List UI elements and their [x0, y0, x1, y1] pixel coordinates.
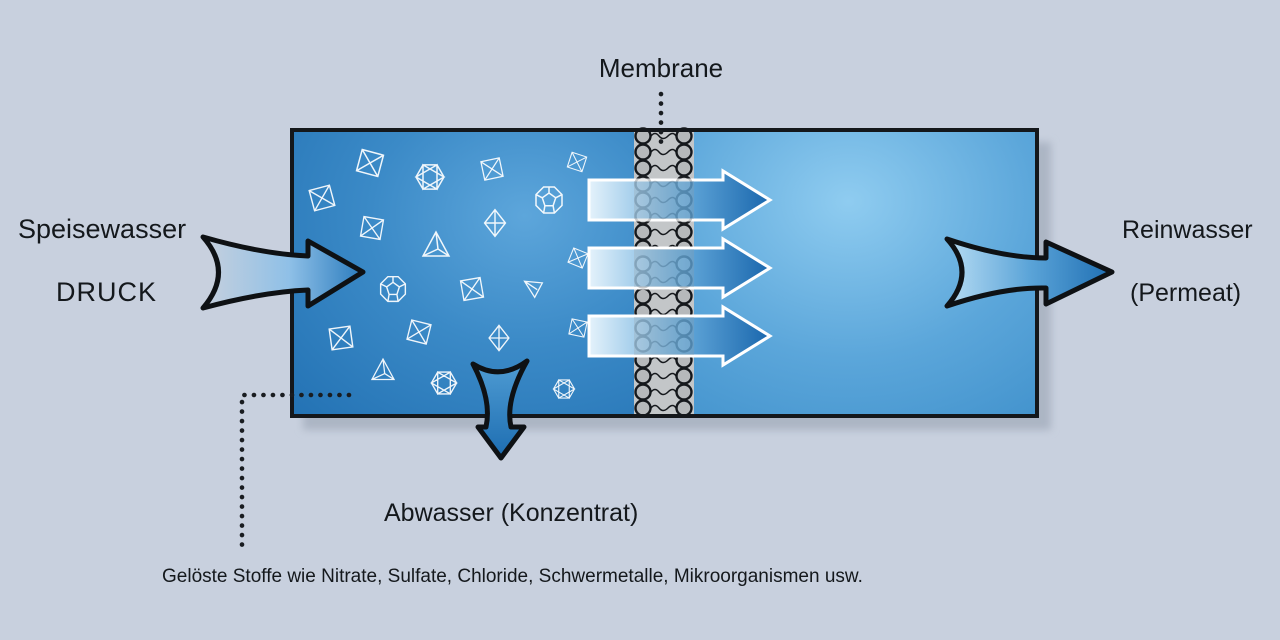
dissolved-substances-note: Gelöste Stoffe wie Nitrate, Sulfate, Chl… [162, 566, 863, 587]
feed-arrow [200, 234, 366, 311]
feedwater-label: Speisewasser [18, 214, 187, 244]
tank [292, 130, 1037, 416]
permeate-arrow [944, 236, 1115, 309]
membrane-ghost [634, 175, 694, 355]
concentrate-label: Abwasser (Konzentrat) [384, 499, 639, 527]
concentrate-arrow [470, 358, 530, 461]
pressure-label: DRUCK [56, 277, 158, 307]
membrane-label: Membrane [598, 53, 724, 83]
permeate-label: (Permeat) [1130, 279, 1242, 307]
footnote-leader-dots [239, 392, 352, 549]
cleanwater-label: Reinwasser [1122, 216, 1253, 244]
